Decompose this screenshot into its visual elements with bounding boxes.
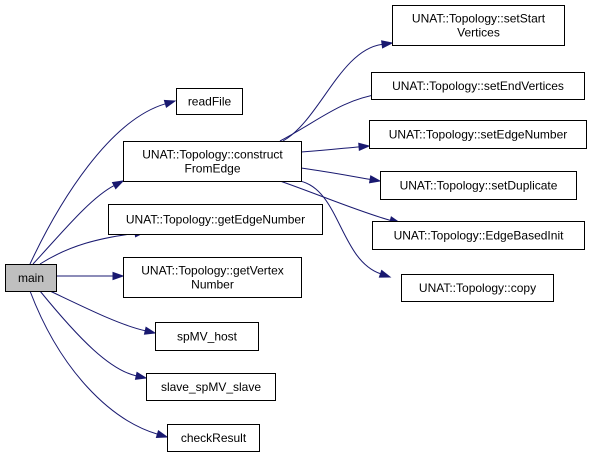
arrowhead-icon: [378, 269, 392, 278]
node-box: [176, 88, 243, 115]
node-setDuplicate[interactable]: UNAT::Topology::setDuplicate: [380, 171, 577, 200]
node-label: UNAT::Topology::getVertex: [141, 264, 284, 278]
edge-constructFromEdge-to-setStartVertices: [282, 40, 394, 142]
arrowhead-icon: [163, 99, 177, 108]
node-label: main: [18, 271, 44, 285]
edge-line: [279, 93, 383, 142]
node-box: [380, 171, 577, 200]
node-label: checkResult: [181, 431, 247, 445]
edge-line: [29, 290, 158, 435]
node-slave_spMV_slave[interactable]: slave_spMV_slave: [146, 373, 276, 401]
edge-main-to-readFile: [29, 99, 177, 265]
node-label: UNAT::Topology::EdgeBasedInit: [394, 229, 565, 243]
nodes-layer: main readFileUNAT::Topology::constructFro…: [5, 5, 587, 452]
edge-line: [49, 290, 146, 332]
node-getEdgeNumber[interactable]: UNAT::Topology::getEdgeNumber: [108, 204, 323, 235]
edge-main-to-constructFromEdge: [32, 180, 125, 265]
node-label: UNAT::Topology::construct: [142, 148, 283, 162]
node-setEndVertices[interactable]: UNAT::Topology::setEndVertices: [371, 72, 585, 100]
node-label: UNAT::Topology::setDuplicate: [400, 179, 558, 193]
node-spMV_host[interactable]: spMV_host: [155, 322, 259, 351]
node-checkResult[interactable]: checkResult: [167, 424, 260, 452]
edge-main-to-slave_spMV_slave: [39, 290, 148, 380]
node-setEdgeNumber[interactable]: UNAT::Topology::setEdgeNumber: [369, 120, 587, 149]
arrowhead-icon: [381, 40, 394, 49]
edge-line: [282, 43, 383, 142]
node-label: spMV_host: [177, 330, 238, 344]
node-box: [155, 322, 259, 351]
edge-line: [300, 146, 360, 153]
node-label: slave_spMV_slave: [161, 380, 261, 394]
node-box: [392, 5, 565, 46]
edge-line: [32, 185, 115, 265]
edge-constructFromEdge-to-setDuplicate: [300, 167, 382, 184]
node-label: Vertices: [457, 26, 500, 40]
node-readFile[interactable]: readFile: [176, 88, 243, 115]
edge-line: [299, 180, 381, 275]
node-label: UNAT::Topology::copy: [419, 281, 536, 295]
node-main[interactable]: main: [5, 264, 57, 292]
node-box: [5, 264, 57, 292]
edge-line: [39, 290, 137, 377]
arrowhead-icon: [111, 180, 125, 190]
edge-main-to-getVertexNumber: [56, 271, 125, 281]
edge-line: [279, 180, 391, 221]
node-label: UNAT::Topology::setEndVertices: [392, 79, 564, 93]
node-box: [123, 257, 302, 298]
node-label: UNAT::Topology::setEdgeNumber: [389, 128, 568, 142]
arrowhead-icon: [134, 371, 148, 380]
node-box: [371, 72, 585, 100]
arrowhead-icon: [143, 326, 157, 335]
node-copy[interactable]: UNAT::Topology::copy: [401, 274, 554, 302]
node-label: UNAT::Topology::getEdgeNumber: [126, 213, 305, 227]
arrowhead-icon: [112, 271, 125, 281]
arrowhead-icon: [368, 175, 382, 184]
edge-main-to-spMV_host: [49, 290, 157, 335]
node-label: readFile: [188, 95, 232, 109]
edge-line: [29, 103, 166, 265]
node-box: [146, 373, 276, 401]
node-box: [108, 204, 323, 235]
edge-line: [300, 167, 371, 180]
node-EdgeBasedInit[interactable]: UNAT::Topology::EdgeBasedInit: [372, 221, 585, 250]
node-box: [372, 221, 585, 250]
edge-line: [39, 232, 136, 265]
node-label: UNAT::Topology::setStart: [412, 12, 546, 26]
node-box: [401, 274, 554, 302]
edge-constructFromEdge-to-copy: [299, 180, 392, 278]
node-label: FromEdge: [184, 162, 240, 176]
node-box: [167, 424, 260, 452]
edge-main-to-checkResult: [29, 290, 169, 439]
arrowhead-icon: [358, 142, 371, 152]
node-box: [369, 120, 587, 149]
node-box: [123, 141, 302, 182]
node-label: Number: [191, 278, 234, 292]
arrowhead-icon: [155, 429, 169, 439]
edge-constructFromEdge-to-setEdgeNumber: [300, 142, 371, 153]
